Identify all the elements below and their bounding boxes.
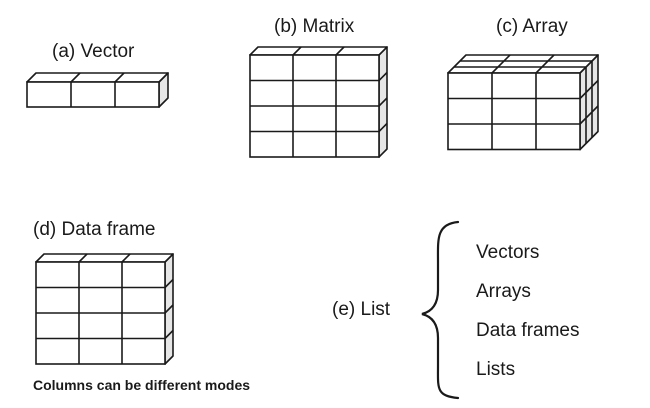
top-column-line [70, 72, 81, 83]
array-block [447, 54, 599, 151]
list-item-arrays: Arrays [476, 281, 531, 302]
matrix-block [249, 46, 388, 158]
list-item-data-frames: Data frames [476, 320, 580, 341]
data-frame-block [35, 253, 174, 365]
side-row-line [164, 329, 174, 340]
top-column-line [292, 46, 302, 56]
vector-block [26, 72, 169, 108]
side-row-line [164, 304, 174, 314]
side-row-line [378, 97, 388, 107]
list-brace [421, 220, 460, 400]
block-top-face [35, 253, 174, 263]
side-row-line [579, 79, 599, 100]
data-frame-label: (d) Data frame [33, 219, 156, 240]
block-top-face [249, 46, 388, 56]
side-row-line [378, 122, 388, 133]
top-column-line [335, 46, 345, 56]
data-frame-caption: Columns can be different modes [33, 377, 251, 393]
side-row-line [579, 105, 599, 125]
top-column-line [491, 54, 511, 74]
matrix-label: (b) Matrix [274, 16, 355, 37]
block-top-face [26, 72, 169, 83]
block-front-face [447, 72, 581, 151]
array-label: (c) Array [496, 16, 568, 37]
block-front-face [26, 81, 160, 108]
top-column-line [114, 72, 125, 83]
vector-label: (a) Vector [52, 41, 135, 62]
top-column-line [121, 253, 131, 263]
block-top-face [447, 54, 599, 74]
top-column-line [78, 253, 88, 263]
top-column-line [535, 54, 555, 74]
list-item-vectors: Vectors [476, 242, 540, 263]
list-label: (e) List [332, 299, 391, 320]
list-item-lists: Lists [476, 359, 516, 380]
side-row-line [164, 278, 174, 289]
side-row-line [378, 71, 388, 82]
